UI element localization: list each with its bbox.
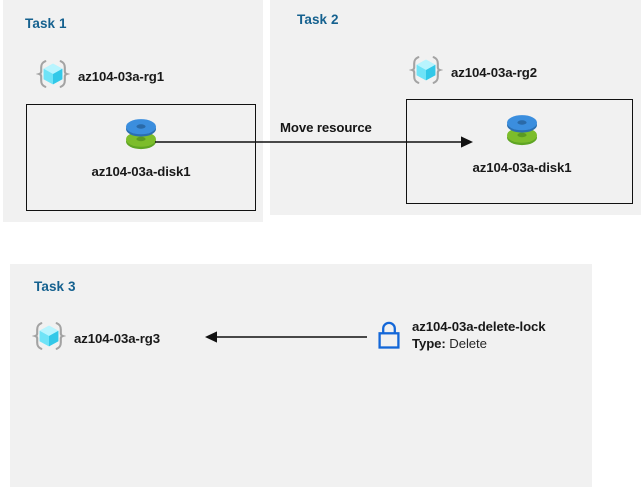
connector-caption-move-resource: Move resource [280,120,372,135]
delete-lock-name: az104-03a-delete-lock [412,319,546,334]
disk-label-task-2: az104-03a-disk1 [472,160,572,175]
panel-task-1 [3,0,263,222]
connector-arrow-apply-lock [205,331,367,343]
resource-group-icon [408,53,444,92]
delete-lock-type-value: Delete [449,335,487,351]
panel-task-3 [10,264,592,487]
disk-label-task-1: az104-03a-disk1 [91,164,191,179]
resource-group-task-1: az104-03a-rg1 [35,57,164,96]
resource-group-task-3: az104-03a-rg3 [31,319,160,358]
resource-group-task-2: az104-03a-rg2 [408,53,537,92]
disk-task-1: az104-03a-disk1 [79,114,203,179]
managed-disk-icon [117,114,165,159]
panel-task-2 [270,0,641,215]
resource-group-label-task-3: az104-03a-rg3 [74,331,160,346]
disk-task-2: az104-03a-disk1 [460,110,584,175]
delete-lock-text: az104-03a-delete-lock Type: Delete [412,318,546,352]
panel-title-task-1: Task 1 [25,16,67,31]
panel-title-task-3: Task 3 [34,279,76,294]
lock-icon [375,318,403,357]
delete-lock-type-key: Type: [412,335,446,351]
resource-group-icon [31,319,67,358]
resource-group-label-task-2: az104-03a-rg2 [451,65,537,80]
panel-title-task-2: Task 2 [297,12,339,27]
resource-box-task-2 [406,99,633,204]
managed-disk-icon [498,110,546,155]
resource-group-label-task-1: az104-03a-rg1 [78,69,164,84]
connector-arrow-move-resource [155,136,473,148]
resource-group-icon [35,57,71,96]
resource-box-task-1 [26,104,256,211]
delete-lock-type-line: Type: Delete [412,336,546,353]
delete-lock-block: az104-03a-delete-lock Type: Delete [375,318,546,357]
